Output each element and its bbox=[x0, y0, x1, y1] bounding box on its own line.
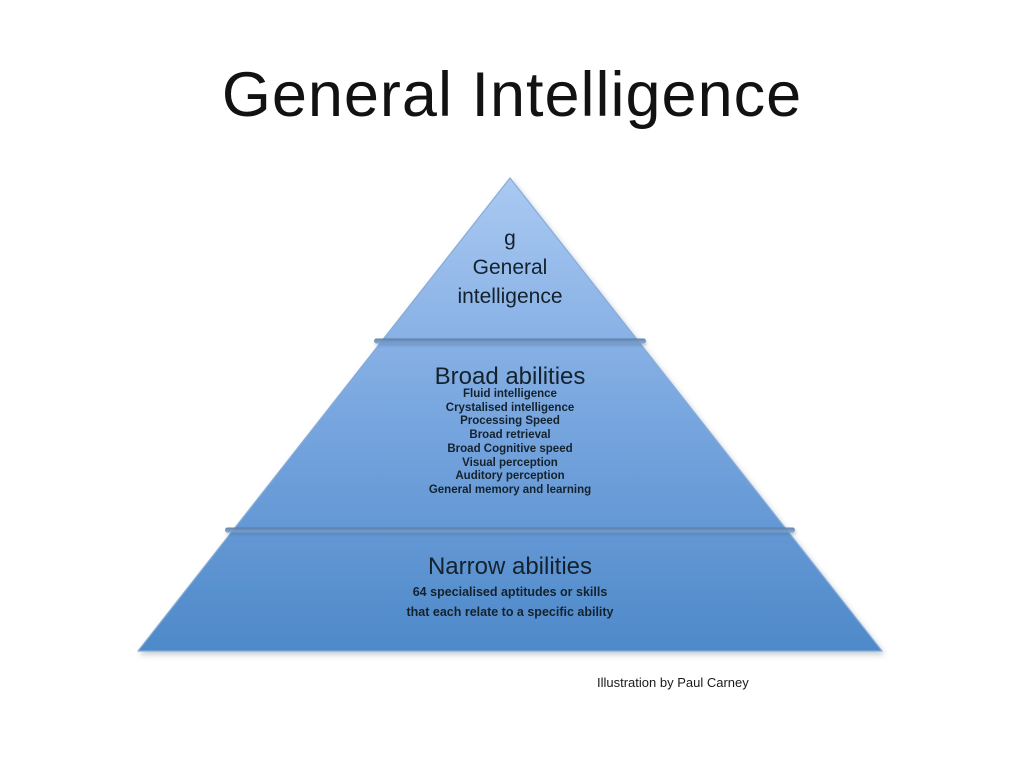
tier-divider-top bbox=[374, 338, 646, 344]
broad-ability-item: Processing Speed bbox=[460, 415, 560, 428]
broad-ability-item: Fluid intelligence bbox=[463, 388, 557, 400]
broad-ability-item: Broad retrieval bbox=[469, 429, 551, 442]
narrow-abilities-line-2: that each relate to a specific ability bbox=[406, 605, 614, 619]
page-title: General Intelligence bbox=[221, 60, 803, 130]
broad-ability-item: Broad Cognitive speed bbox=[447, 442, 573, 455]
tier-broad-abilities-heading: Broad abilities bbox=[434, 363, 586, 390]
attribution-credit: Illustration by Paul Carney bbox=[597, 675, 749, 690]
tier-divider-bottom bbox=[225, 527, 795, 533]
tier-general-intelligence: g General intelligence bbox=[360, 224, 660, 311]
broad-ability-item: Visual perception bbox=[462, 456, 558, 469]
broad-ability-item: Auditory perception bbox=[455, 470, 565, 483]
pyramid-shape bbox=[137, 177, 883, 652]
tier1-line-g: g bbox=[504, 227, 516, 250]
tier-narrow-abilities-heading: Narrow abilities bbox=[427, 553, 593, 580]
tier-narrow-abilities-description: 64 specialised aptitudes or skills that … bbox=[310, 582, 710, 622]
tier-broad-abilities-list: Fluid intelligence Crystalised intellige… bbox=[310, 388, 710, 498]
broad-ability-item: General memory and learning bbox=[428, 483, 592, 496]
broad-ability-item: Crystalised intelligence bbox=[445, 401, 575, 414]
tier1-line-general: General bbox=[472, 256, 548, 279]
tier1-line-intelligence: intelligence bbox=[457, 285, 563, 308]
narrow-abilities-line-1: 64 specialised aptitudes or skills bbox=[412, 585, 608, 599]
